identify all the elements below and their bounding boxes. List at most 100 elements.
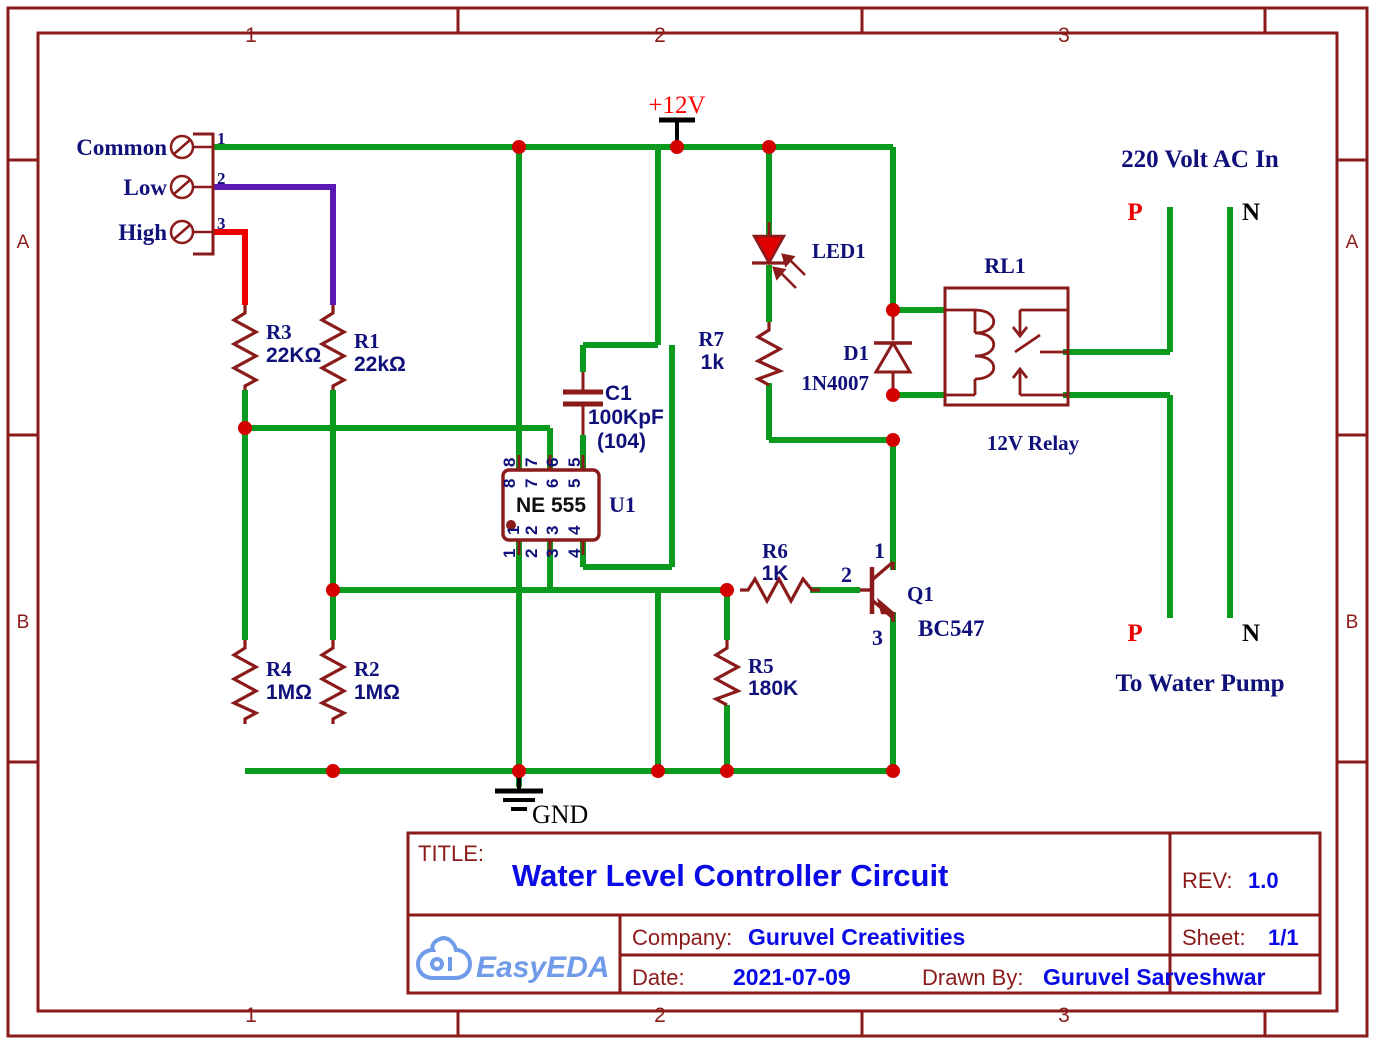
emitter-arrow	[876, 597, 897, 615]
resistor-r3-value: 22KΩ	[266, 344, 321, 367]
ground-label: GND	[532, 800, 588, 829]
resistor-r7-value: 1k	[701, 351, 725, 374]
ic-u1-ne555[interactable]: 8 7 6 5 1 2 3 4 8 7 6 5 1 2 3 4 NE 555 U…	[500, 455, 636, 558]
resistor-r5-ref: R5	[748, 654, 774, 678]
ic-pin-3-inner: 3	[543, 526, 562, 535]
resistor-r7[interactable]: R7 1k	[698, 322, 785, 387]
rev-value: 1.0	[1248, 868, 1279, 893]
date-key: Date:	[632, 965, 685, 990]
resistor-r2-value: 1MΩ	[354, 681, 400, 704]
sheet-border	[6, 6, 1369, 1038]
sensor-terminal-block[interactable]: Common Low High 1 2 3	[76, 129, 226, 256]
zone-dividers-right	[1337, 158, 1367, 764]
ic-pin-4-inner: 4	[565, 525, 584, 535]
sheet-key: Sheet:	[1182, 925, 1246, 950]
resistor-r5-value: 180K	[748, 677, 798, 700]
diode-d1-value: 1N4007	[801, 371, 869, 395]
power-symbol-12v: +12V	[648, 92, 706, 147]
capacitor-c1-ref: C1	[605, 382, 632, 405]
zone-label-top-1: 1	[245, 24, 257, 47]
transistor-refdes: Q1	[907, 582, 934, 606]
zone-label-top-3: 3	[1058, 24, 1070, 47]
ic-pin1-marker	[506, 520, 516, 530]
ic-pin-7-outer: 7	[522, 458, 541, 467]
capacitor-c1-value2: (104)	[597, 430, 646, 453]
company-key: Company:	[632, 925, 732, 950]
ac-input-title: 220 Volt AC In	[1121, 146, 1279, 173]
sheet-value: 1/1	[1268, 925, 1299, 950]
terminal-label-high: High	[118, 220, 167, 245]
ic-pin-8-inner: 8	[500, 479, 519, 488]
diode-d1-1n4007[interactable]: D1 1N4007	[801, 310, 913, 395]
ic-part-name: NE 555	[516, 494, 586, 517]
easyeda-logo-text: EasyEDA	[476, 951, 609, 984]
zone-label-right-b: B	[1346, 612, 1359, 633]
led1-ref: LED1	[812, 239, 866, 263]
capacitor-c1-value: 100KpF	[588, 406, 664, 429]
date-value: 2021-07-09	[733, 964, 851, 990]
resistor-r6-ref: R6	[762, 539, 788, 563]
ac-output-section: P N To Water Pump	[1115, 620, 1284, 697]
resistor-r3[interactable]: R3 22KΩ	[230, 305, 321, 390]
resistor-r4-ref: R4	[266, 657, 292, 681]
terminal-label-low: Low	[124, 175, 168, 200]
ic-pin-5-inner: 5	[565, 479, 584, 488]
wire-junctions	[238, 140, 900, 778]
transistor-pin-1: 1	[874, 538, 885, 563]
wire-sensor-low-violet	[213, 184, 336, 305]
led-triangle	[751, 234, 787, 266]
title-key: TITLE:	[418, 841, 484, 866]
resistor-r1[interactable]: R1 22kΩ	[318, 305, 406, 390]
ic-pin-2-outer: 2	[522, 549, 541, 558]
resistor-r2[interactable]: R2 1MΩ	[318, 640, 400, 724]
zone-label-top-2: 2	[654, 24, 666, 47]
resistor-r4-value: 1MΩ	[266, 681, 312, 704]
relay-caption: 12V Relay	[987, 431, 1080, 455]
resistor-r1-value: 22kΩ	[354, 353, 406, 376]
ic-pin-3-outer: 3	[543, 549, 562, 558]
relay-rl1[interactable]: RL1 12V Relay	[943, 253, 1080, 455]
resistor-r5[interactable]: R5 180K	[712, 640, 798, 707]
easyeda-logo: EasyEDA	[415, 936, 609, 984]
title-value: Water Level Controller Circuit	[512, 858, 948, 893]
ic-pin-4-outer: 4	[565, 548, 584, 558]
ic-pin-1-outer: 1	[500, 549, 519, 558]
resistor-r4[interactable]: R4 1MΩ	[230, 640, 312, 724]
transistor-pin-3: 3	[872, 625, 883, 650]
relay-refdes: RL1	[984, 253, 1026, 278]
resistor-r3-ref: R3	[266, 320, 292, 344]
rev-key: REV:	[1182, 868, 1233, 893]
transistor-part: BC547	[918, 616, 984, 641]
diode-d1-ref: D1	[843, 341, 869, 365]
zone-dividers-bottom	[456, 1011, 1267, 1036]
ac-input-p-label: P	[1127, 199, 1142, 226]
resistor-r1-ref: R1	[354, 329, 380, 353]
zone-label-bottom-3: 3	[1058, 1004, 1070, 1027]
resistor-r2-ref: R2	[354, 657, 380, 681]
zone-label-right-a: A	[1346, 232, 1359, 253]
title-block: TITLE: Water Level Controller Circuit RE…	[406, 831, 1322, 995]
terminal-pin-2: 2	[217, 169, 226, 188]
ic-pin-5-outer: 5	[565, 458, 584, 467]
ic-pin-7-inner: 7	[522, 479, 541, 488]
zone-dividers-top	[456, 8, 1267, 33]
pump-title: To Water Pump	[1115, 670, 1284, 697]
terminal-label-common: Common	[76, 135, 167, 160]
wire-net-green-rails	[213, 144, 893, 774]
resistor-r6[interactable]: R6 1K	[740, 539, 820, 605]
ic-pin-1-inner: 1	[504, 526, 523, 535]
terminal-pin-3: 3	[217, 214, 226, 233]
zone-label-bottom-2: 2	[654, 1004, 666, 1027]
terminal-pin-1: 1	[217, 129, 226, 148]
transistor-q1-bc547[interactable]: 1 2 3 Q1 BC547	[841, 538, 984, 650]
ground-symbol: GND	[495, 771, 588, 829]
drawn-value: Guruvel Sarveshwar	[1043, 964, 1265, 990]
led-d-led1[interactable]: LED1	[751, 222, 866, 289]
capacitor-c1[interactable]: C1 100KpF (104)	[563, 372, 664, 453]
power-label-12v: +12V	[648, 92, 705, 119]
pump-p-label: P	[1127, 620, 1142, 647]
transistor-pin-2: 2	[841, 562, 852, 587]
drawn-key: Drawn By:	[922, 965, 1023, 990]
resistor-r7-ref: R7	[698, 327, 724, 351]
zone-label-bottom-1: 1	[245, 1004, 257, 1027]
